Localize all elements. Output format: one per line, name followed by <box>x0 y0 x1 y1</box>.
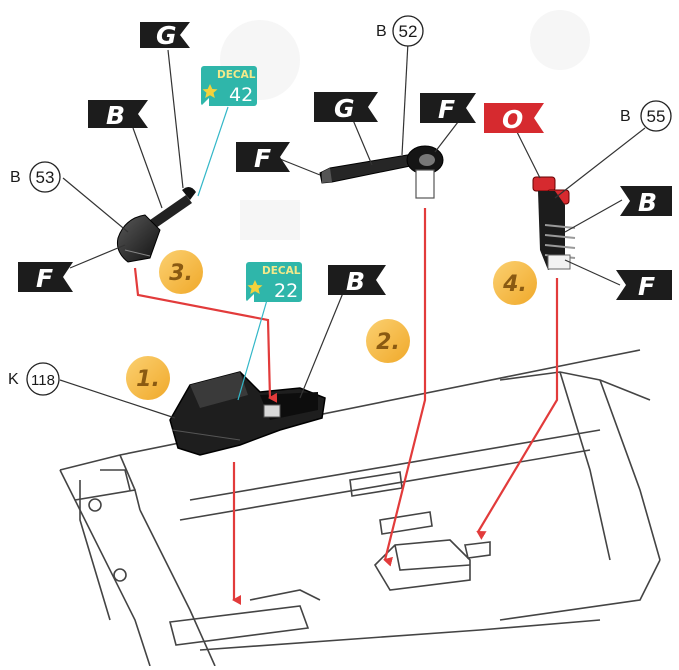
callout-number: 118 <box>31 372 55 389</box>
decal-22: DECAL 22 <box>246 262 302 302</box>
callout-prefix: B <box>620 108 631 125</box>
flag-letter: F <box>254 144 271 173</box>
decal-number: 42 <box>229 84 253 106</box>
part-callouts: B 52 B 53 B 55 K 118 <box>8 16 671 395</box>
decal-42: DECAL 42 <box>201 66 257 106</box>
flag-letter: B <box>346 267 365 296</box>
step-number: 3. <box>169 261 193 286</box>
callout-prefix: K <box>8 371 19 388</box>
bracket-part <box>533 177 575 270</box>
step-number: 2. <box>376 330 400 355</box>
step-1-badge: 1. <box>126 356 170 400</box>
flag-letter: F <box>438 95 455 124</box>
callout-number: 52 <box>399 22 418 41</box>
step-number: 4. <box>502 272 527 297</box>
flag-b-right: B <box>620 186 672 217</box>
flag-f-right: F <box>616 270 672 301</box>
callout-prefix: B <box>10 169 21 186</box>
flag-b-console: B <box>328 265 386 296</box>
flag-letter: G <box>334 94 355 123</box>
callout-b53: B 53 <box>10 162 60 192</box>
decal-number: 22 <box>274 280 298 302</box>
callout-b52: B 52 <box>376 16 423 46</box>
flag-o-right: O <box>484 103 544 134</box>
flag-letter: B <box>106 101 125 130</box>
step-2-badge: 2. <box>366 319 410 363</box>
shift-rod-part <box>320 146 443 198</box>
callout-prefix: B <box>376 23 387 40</box>
callout-b55: B 55 <box>620 101 671 131</box>
step-3-badge: 3. <box>159 250 203 294</box>
flag-f-midleft: F <box>236 142 290 173</box>
flag-f-left: F <box>18 262 73 293</box>
step-4-badge: 4. <box>493 261 537 305</box>
callout-k118: K 118 <box>8 363 59 395</box>
flag-letter: G <box>156 21 177 50</box>
flag-f-midright: F <box>420 93 476 124</box>
centre-console-part <box>170 372 325 455</box>
flag-g-mid: G <box>314 92 378 123</box>
flag-letter: F <box>36 264 53 293</box>
callout-number: 53 <box>36 168 55 187</box>
decal-word: DECAL <box>217 69 256 81</box>
step-number: 1. <box>136 367 160 392</box>
flag-g-left: G <box>140 21 190 50</box>
flag-b-left: B <box>88 100 148 130</box>
flag-letter: B <box>638 188 657 217</box>
callout-number: 55 <box>647 107 666 126</box>
flag-letter: O <box>502 105 523 134</box>
flag-letter: F <box>638 272 655 301</box>
decal-word: DECAL <box>262 265 301 277</box>
decal-labels: DECAL 42 DECAL 22 <box>201 66 302 302</box>
